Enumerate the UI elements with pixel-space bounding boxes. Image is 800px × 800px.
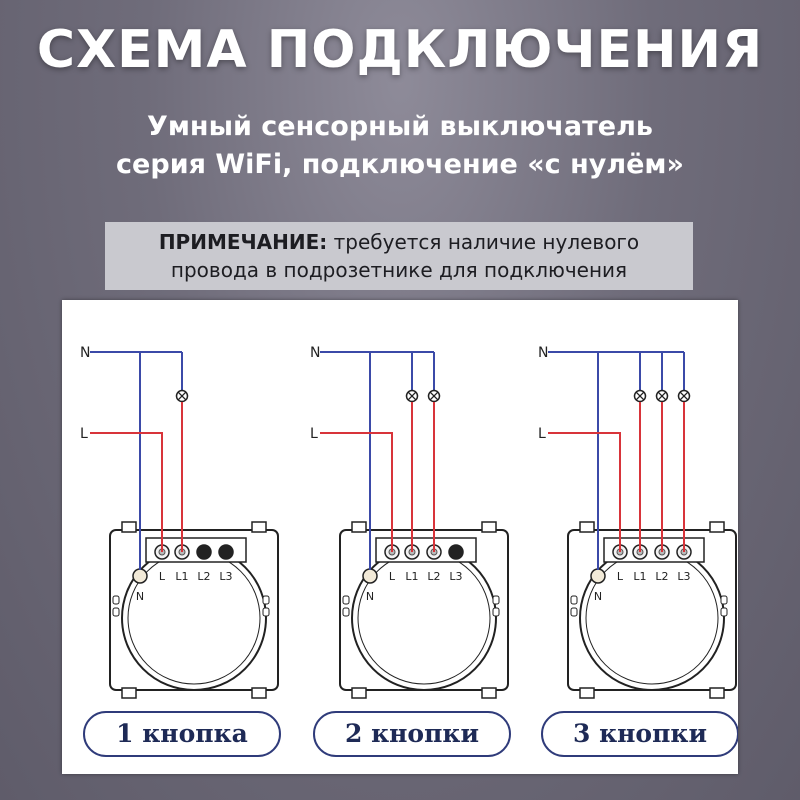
lamp-cross	[657, 391, 667, 401]
lamp-icon	[405, 389, 419, 403]
variant-label-pill: 1 кнопка	[83, 711, 281, 757]
side-notch	[492, 595, 500, 605]
neutral-wire-label: N	[310, 345, 320, 361]
side-notch	[492, 607, 500, 617]
line-wire-label: L	[80, 426, 88, 442]
frame-tab	[481, 521, 497, 533]
line-wire	[548, 432, 621, 552]
neutral-terminal-label: N	[594, 590, 602, 603]
variant-label: 3 кнопки	[573, 719, 707, 748]
line-wire-label: L	[538, 426, 546, 442]
frame-tab	[579, 521, 595, 533]
lamp-cross	[635, 391, 645, 401]
variant-label-pill: 3 кнопки	[541, 711, 738, 757]
neutral-terminal	[132, 568, 148, 584]
note-line-2: провода в подрозетнике для подключения	[170, 258, 628, 282]
note-line-1: ПРИМЕЧАНИЕ: требуется наличие нулевого	[115, 228, 683, 256]
side-notch	[720, 595, 728, 605]
frame-tab	[481, 687, 497, 699]
variant-label-pill: 2 кнопки	[313, 711, 511, 757]
note-label: ПРИМЕЧАНИЕ:	[158, 230, 328, 254]
side-notch	[570, 607, 578, 617]
side-notch	[262, 595, 270, 605]
frame-tab	[251, 687, 267, 699]
frame-tab	[709, 687, 725, 699]
lamp-icon	[633, 389, 647, 403]
frame-tab	[251, 521, 267, 533]
terminal-label-L1: L1	[405, 570, 418, 583]
neutral-wire-label: N	[80, 345, 90, 361]
terminal-label-L2: L2	[655, 570, 668, 583]
side-notch	[342, 595, 350, 605]
line-wire	[90, 432, 163, 552]
side-notch	[570, 595, 578, 605]
side-notch	[112, 607, 120, 617]
line-wire-label: L	[310, 426, 318, 442]
switch-module: L L1 L2 L3N	[109, 521, 279, 699]
subtitle-line-2: серия WiFi, подключение «с нулём»	[116, 149, 684, 180]
frame-tab	[351, 521, 367, 533]
terminal-screw	[448, 544, 464, 560]
switch-module: L L1 L2 L3N	[339, 521, 509, 699]
lamp-icon	[427, 389, 441, 403]
terminal-label-L1: L1	[633, 570, 646, 583]
note-box: ПРИМЕЧАНИЕ: требуется наличие нулевого п…	[105, 222, 693, 290]
lamp-cross	[177, 391, 187, 401]
side-notch	[262, 607, 270, 617]
pill-outline	[313, 711, 511, 757]
terminal-label-L: L	[617, 570, 624, 583]
terminal-label-L3: L3	[677, 570, 690, 583]
terminal-label-L3: L3	[449, 570, 462, 583]
terminal-label-L1: L1	[175, 570, 188, 583]
lamp-icon	[175, 389, 189, 403]
lamp-cross	[407, 391, 417, 401]
neutral-terminal-label: N	[136, 590, 144, 603]
lamp-cross	[429, 391, 439, 401]
neutral-terminal	[362, 568, 378, 584]
variant-label: 2 кнопки	[345, 719, 479, 748]
neutral-terminal	[590, 568, 606, 584]
frame-tab	[121, 521, 137, 533]
switch-module: L L1 L2 L3N	[567, 521, 737, 699]
terminal-label-L2: L2	[197, 570, 210, 583]
lamp-icon	[677, 389, 691, 403]
pill-outline	[541, 711, 738, 757]
terminal-label-L3: L3	[219, 570, 232, 583]
variant-label: 1 кнопка	[116, 719, 248, 748]
neutral-terminal-label: N	[366, 590, 374, 603]
side-notch	[112, 595, 120, 605]
lamp-icon	[655, 389, 669, 403]
side-notch	[720, 607, 728, 617]
page-title: СХЕМА ПОДКЛЮЧЕНИЯ	[36, 20, 764, 80]
terminal-label-L2: L2	[427, 570, 440, 583]
frame-tab	[121, 687, 137, 699]
frame-tab	[709, 521, 725, 533]
neutral-wire-label: N	[538, 345, 548, 361]
terminal-label-L: L	[159, 570, 166, 583]
frame-tab	[579, 687, 595, 699]
frame-tab	[351, 687, 367, 699]
terminal-screw	[218, 544, 234, 560]
line-wire	[320, 432, 393, 552]
terminal-screw	[196, 544, 212, 560]
terminal-label-L: L	[389, 570, 396, 583]
subtitle-line-1: Умный сенсорный выключатель	[147, 111, 653, 142]
note-text-1: требуется наличие нулевого	[327, 230, 640, 254]
side-notch	[342, 607, 350, 617]
lamp-cross	[679, 391, 689, 401]
page-subtitle: Умный сенсорный выключатель серия WiFi, …	[0, 108, 800, 184]
pill-outline	[83, 711, 281, 757]
